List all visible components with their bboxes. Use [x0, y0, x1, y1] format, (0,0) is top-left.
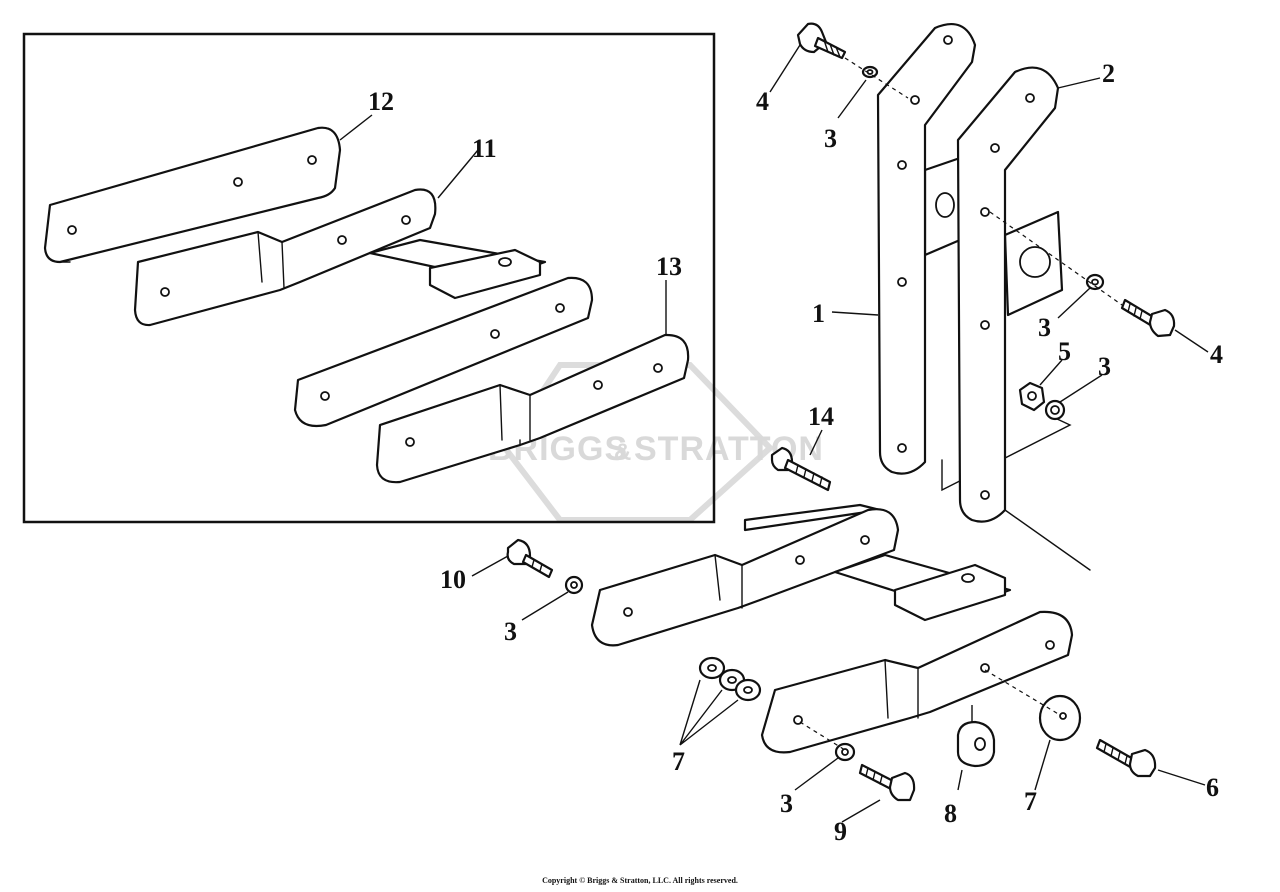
- axis-right-lower: [984, 669, 1061, 716]
- leader-11: [437, 149, 479, 199]
- part-5-nut: [1018, 381, 1046, 412]
- leader-10: [471, 555, 509, 577]
- leader-4-upper: [769, 44, 801, 93]
- leader-3-nut: [1059, 374, 1103, 403]
- part-8-spacer: [956, 720, 996, 768]
- part-7-washer-stack: [698, 656, 762, 702]
- leader-3-right: [1057, 287, 1091, 319]
- spacer-plate-assembled: [833, 553, 1012, 622]
- leader-12: [339, 114, 373, 141]
- callout-7-left: 7: [672, 747, 685, 776]
- callout-13: 13: [656, 252, 682, 281]
- callout-3-upper: 3: [824, 124, 837, 153]
- leader-4-right: [1174, 329, 1209, 353]
- leader-5: [1039, 359, 1063, 386]
- part-12-flat-bar: [43, 126, 342, 264]
- part-13-arm-lower-assembled: [760, 610, 1074, 754]
- part-2-bracket-plate: [1003, 210, 1064, 317]
- part-2-upright-bracket: [956, 66, 1060, 523]
- callout-1: 1: [812, 299, 825, 328]
- part-2-base-line: [1004, 509, 1091, 571]
- leader-6: [1157, 769, 1206, 786]
- leader-9: [841, 799, 881, 823]
- part-11-offset-bar: [133, 188, 547, 327]
- callout-3-bottom: 3: [780, 789, 793, 818]
- part-13-upper-bar: [293, 276, 594, 428]
- inset-frame: [22, 32, 716, 524]
- part-4-bolt-right: [1120, 298, 1176, 338]
- part-3-washer-left: [564, 575, 584, 595]
- leader-3-upper: [837, 79, 867, 119]
- part-3-washer-upper: [861, 65, 879, 79]
- part-9-bolt: [858, 763, 916, 802]
- callout-3-right: 3: [1038, 313, 1051, 342]
- leader-3-left: [521, 591, 569, 621]
- part-4-bolt-upper: [796, 22, 847, 60]
- part-13-arm-upper-assembled: [590, 503, 900, 647]
- part-14-bolt: [770, 446, 832, 492]
- leader-14: [809, 429, 823, 456]
- callout-3-nut: 3: [1098, 352, 1111, 381]
- leader-2: [1057, 77, 1101, 89]
- leader-7-left: [679, 679, 739, 746]
- part-6-bolt: [1095, 738, 1157, 778]
- callout-14: 14: [808, 402, 834, 431]
- leader-1: [831, 311, 879, 316]
- watermark-brand-amp: &: [614, 439, 632, 466]
- part-3-washer-right: [1085, 273, 1105, 291]
- axis-bottom-bolt: [799, 721, 846, 751]
- callout-4-upper: 4: [756, 87, 769, 116]
- callout-11: 11: [472, 134, 497, 163]
- part-3-washer-bottom: [834, 742, 856, 762]
- part-10-shoulder-bolt: [506, 538, 554, 579]
- callout-9: 9: [834, 817, 847, 846]
- callout-3-left: 3: [504, 617, 517, 646]
- part-3-washer-nut: [1044, 399, 1066, 421]
- callout-6: 6: [1206, 773, 1219, 802]
- callout-7-right: 7: [1024, 787, 1037, 816]
- part-13-offset-bar: [375, 333, 690, 484]
- copyright-notice: Copyright © Briggs & Stratton, LLC. All …: [542, 876, 738, 885]
- leader-7-right: [1034, 739, 1051, 791]
- leader-3-bottom: [794, 757, 839, 791]
- callout-2: 2: [1102, 59, 1115, 88]
- callout-5: 5: [1058, 337, 1071, 366]
- leader-8: [957, 705, 973, 791]
- callout-12: 12: [368, 87, 394, 116]
- callout-10: 10: [440, 565, 466, 594]
- part-7-large-washer: [1038, 694, 1082, 742]
- part-1-upright-bracket: [876, 23, 977, 475]
- axis-right-bolt: [989, 211, 1123, 306]
- callout-8: 8: [944, 799, 957, 828]
- watermark-brand-right: STRATTON: [634, 430, 824, 468]
- callout-4-right: 4: [1210, 340, 1223, 369]
